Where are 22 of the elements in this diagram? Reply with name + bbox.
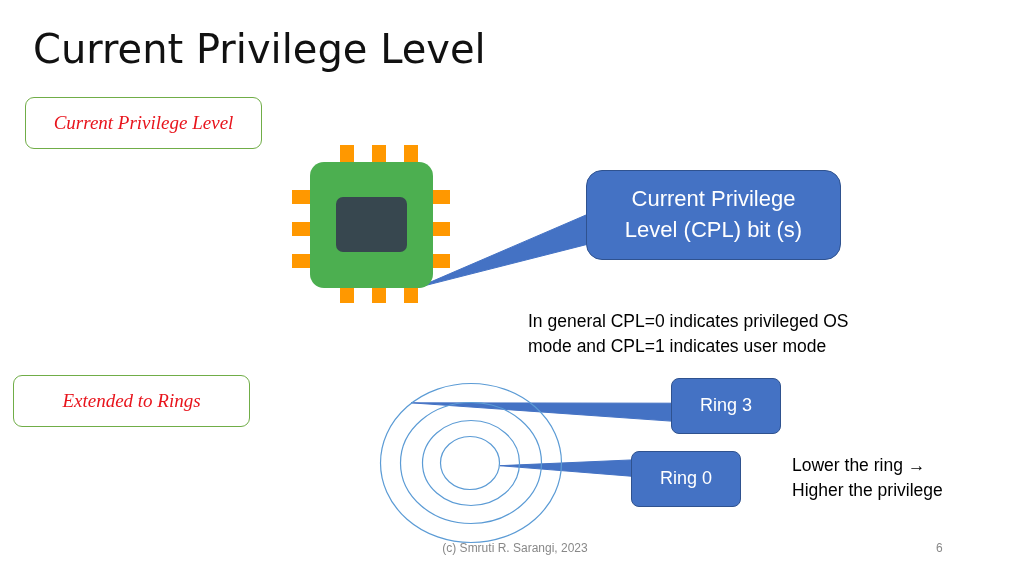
ring-ellipse	[380, 383, 562, 543]
callout-text: Ring 3	[700, 394, 752, 418]
callout-box	[586, 170, 841, 260]
slide-title: Current Privilege Level	[33, 26, 486, 72]
ring-ellipse	[440, 436, 500, 490]
callout-pointer	[410, 402, 672, 422]
footer-text: (c) Smruti R. Sarangi, 2023	[441, 541, 589, 557]
ring-ellipse	[422, 420, 520, 506]
label-text: Current Privilege Level	[53, 112, 234, 134]
callout-text: Current Privilege Level (CPL) bit (s)	[623, 185, 804, 244]
callout-box	[631, 451, 741, 507]
callout-pointer	[499, 459, 632, 477]
callout-text: Ring 0	[660, 467, 712, 491]
picture	[292, 145, 450, 303]
ring-ellipse	[400, 402, 542, 524]
callout-box	[671, 378, 781, 434]
label-box	[25, 97, 262, 149]
page-number: 6	[936, 541, 944, 557]
note-text: In general CPL=0 indicates privileged OS mode and CPL=1 indicates user mode	[528, 310, 850, 359]
note-text: Lower the ring → Higher the privilege	[792, 454, 944, 503]
label-text: Extended to Rings	[62, 390, 201, 412]
label-box	[13, 375, 250, 427]
